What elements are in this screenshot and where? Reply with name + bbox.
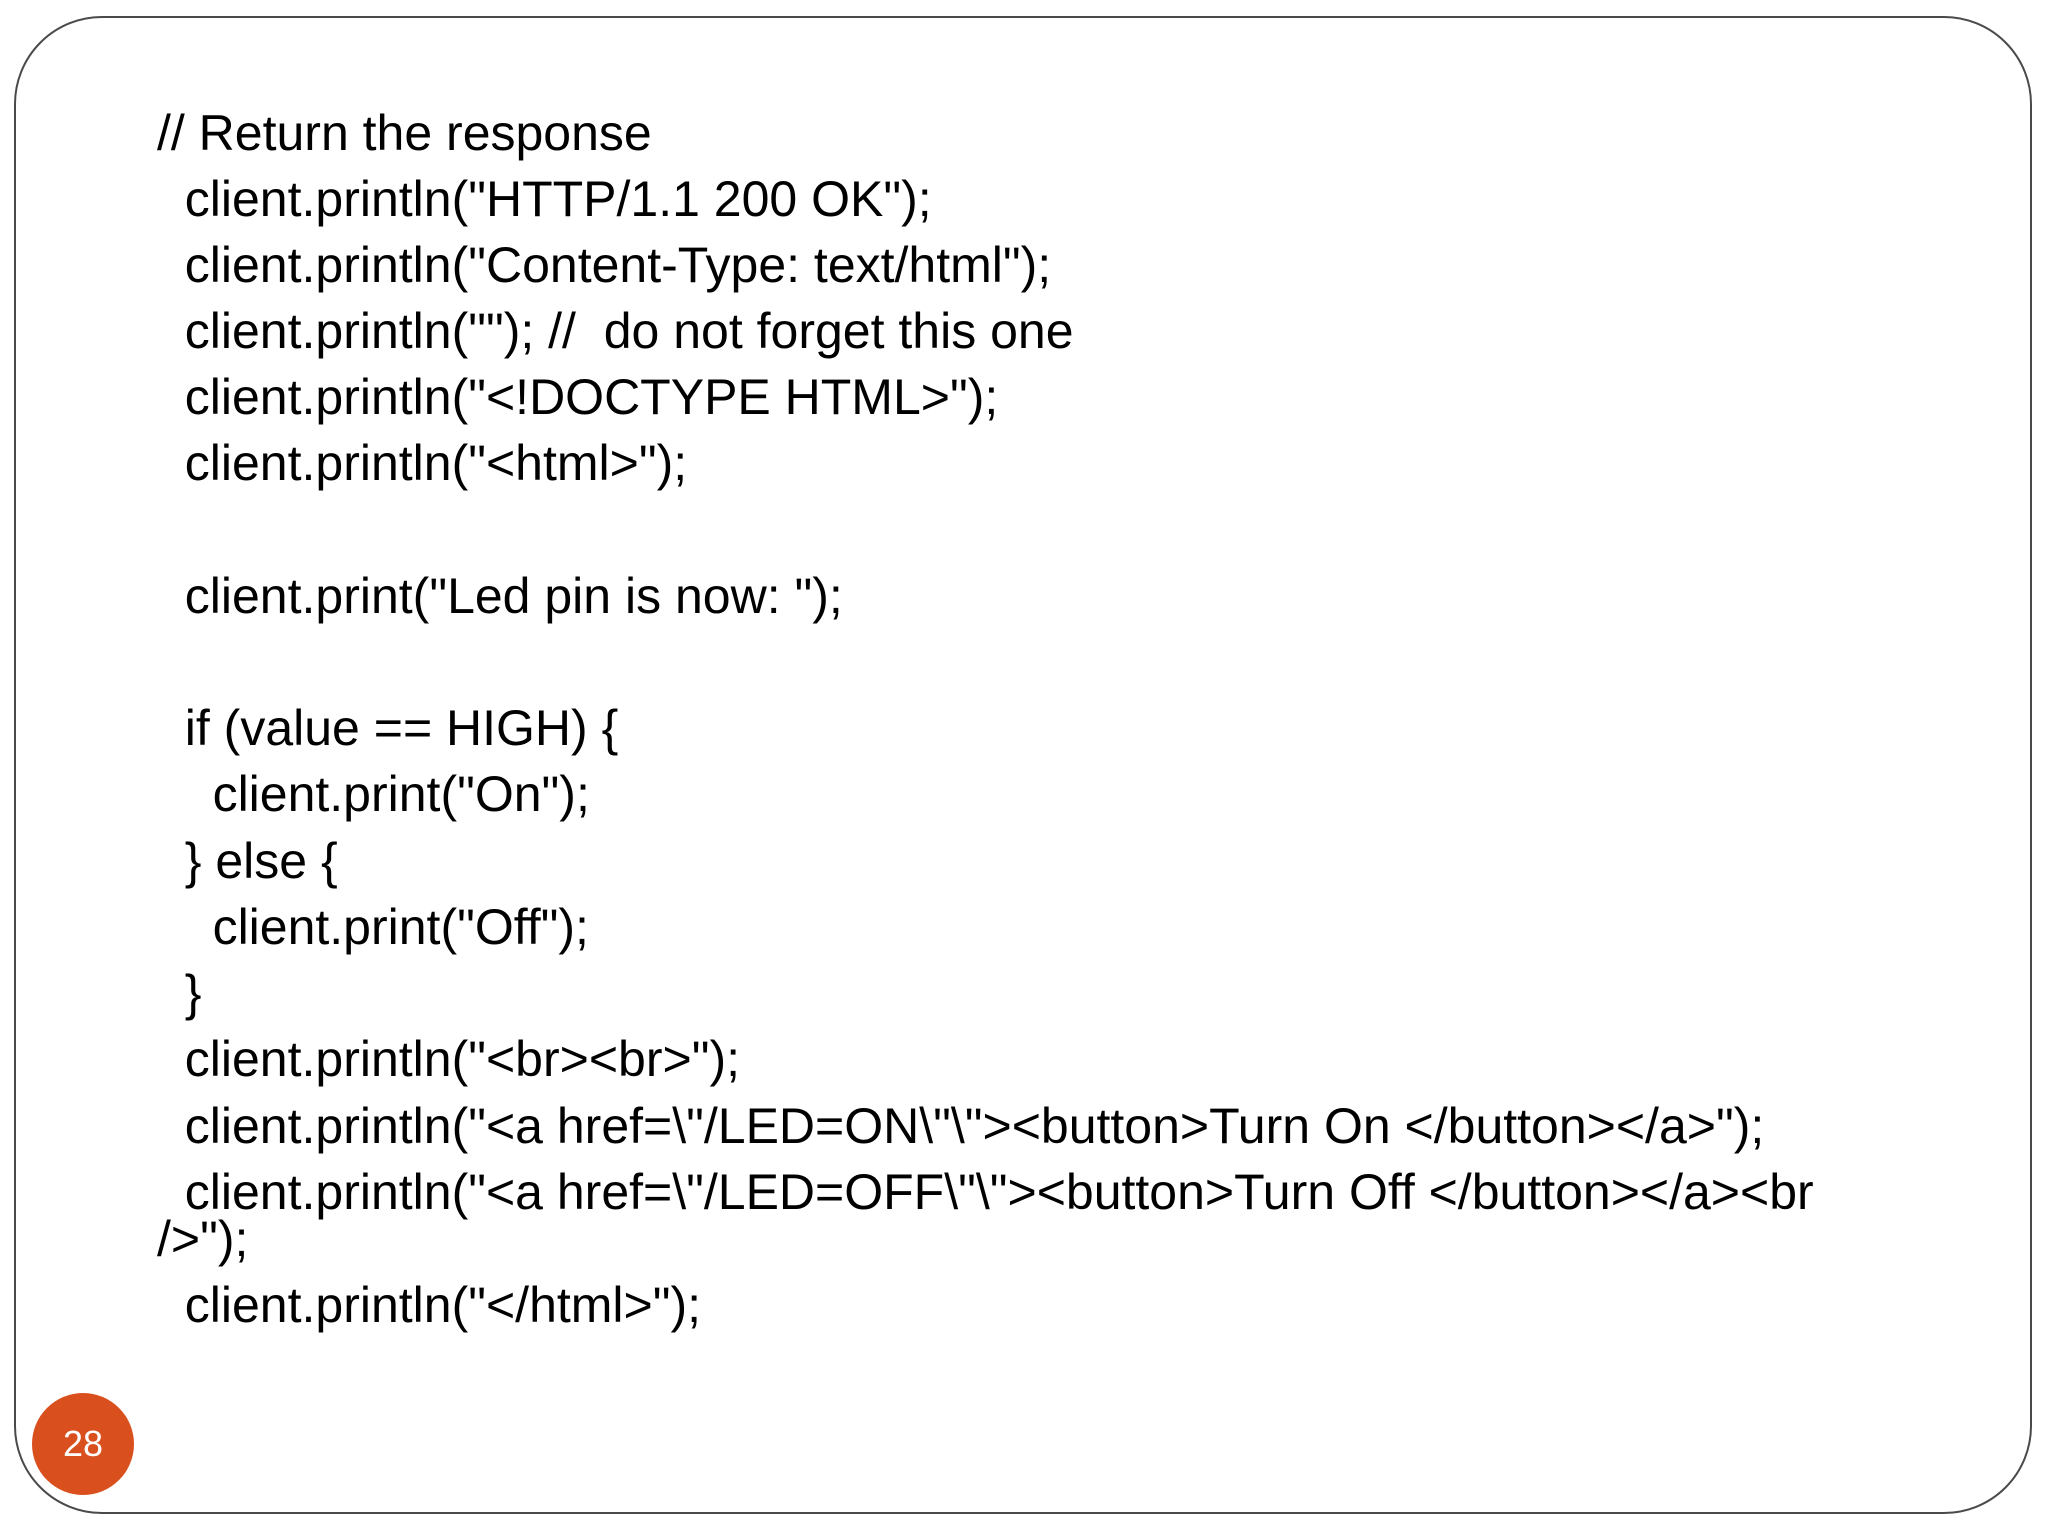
code-line-led-status: client.print("Led pin is now: ");: [157, 568, 843, 624]
code-line-html-open: client.println("<html>");: [157, 435, 688, 491]
page-number-badge: 28: [32, 1393, 134, 1495]
code-comment-return-response: // Return the response: [157, 105, 652, 161]
code-line-print-off: client.print("Off");: [157, 899, 589, 955]
code-line-http-status: client.println("HTTP/1.1 200 OK");: [157, 171, 932, 227]
code-line-br-tags: client.println("<br><br>");: [157, 1031, 740, 1087]
code-line-content-type: client.println("Content-Type: text/html"…: [157, 237, 1052, 293]
code-line-turn-off-button: client.println("<a href=\"/LED=OFF\"\"><…: [157, 1164, 1814, 1220]
code-line-else: } else {: [157, 833, 338, 889]
code-line-if-high: if (value == HIGH) {: [157, 700, 619, 756]
code-line-turn-off-continuation: />");: [157, 1211, 249, 1267]
code-line-print-on: client.print("On");: [157, 766, 590, 822]
code-line-doctype: client.println("<!DOCTYPE HTML>");: [157, 369, 999, 425]
slide-frame: [14, 16, 2032, 1514]
code-line-close-brace: }: [157, 965, 202, 1021]
code-line-html-close: client.println("</html>");: [157, 1277, 702, 1333]
code-line-blank-println: client.println(""); // do not forget thi…: [157, 303, 1074, 359]
code-line-turn-on-button: client.println("<a href=\"/LED=ON\"\"><b…: [157, 1098, 1765, 1154]
